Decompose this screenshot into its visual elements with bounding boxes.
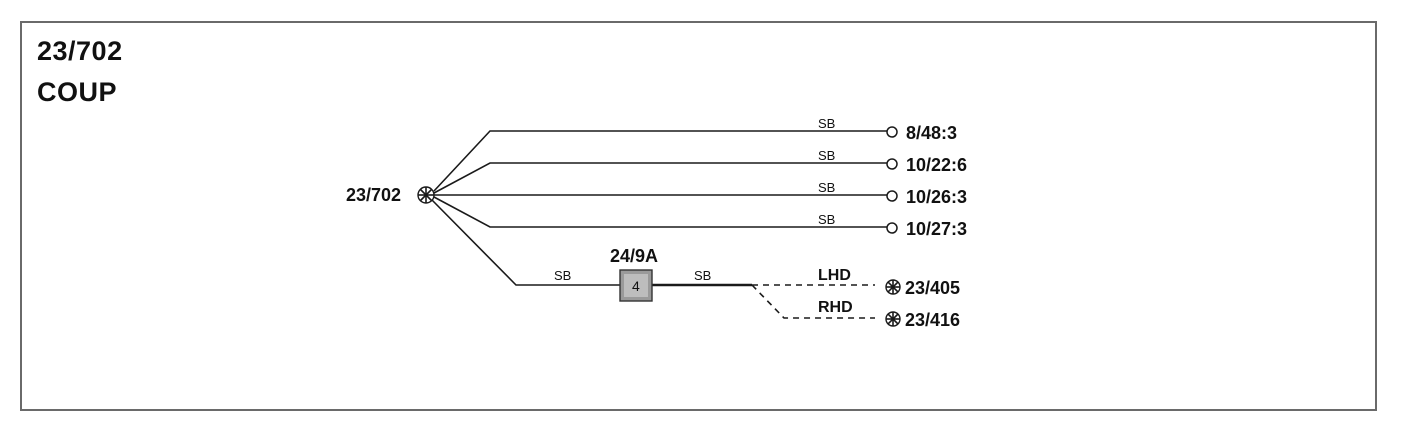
terminal-label: 10/27:3	[906, 219, 967, 239]
wire-color-code: SB	[818, 180, 835, 195]
terminal-circle-icon	[886, 126, 898, 138]
terminal-label: 23/405	[905, 278, 960, 298]
splice-symbol-icon	[885, 279, 901, 295]
wire-via-connector: SB SB 24/9A 4 LHD 23/405 RHD 2	[431, 199, 960, 330]
diagram-name-title: COUP	[37, 77, 118, 107]
wire-color-code: SB	[818, 148, 835, 163]
connector-label: 24/9A	[610, 246, 658, 266]
diagram-id-title: 23/702	[37, 36, 123, 66]
wire-color-code: SB	[554, 268, 571, 283]
splice-symbol-icon	[417, 186, 435, 204]
wire-color-code: SB	[818, 212, 835, 227]
connector-block-icon	[619, 269, 653, 302]
diagram-frame	[20, 21, 1377, 411]
terminal-label: 8/48:3	[906, 123, 957, 143]
terminal-label: 10/26:3	[906, 187, 967, 207]
wire-10-22-6: SB 10/22:6	[433, 148, 967, 194]
variant-label: RHD	[818, 299, 853, 316]
wire-10-27-3: SB 10/27:3	[433, 196, 967, 239]
wire-color-code: SB	[818, 116, 835, 131]
wire-10-26-3: SB 10/26:3	[434, 180, 967, 207]
wire-color-code: SB	[694, 268, 711, 283]
terminal-circle-icon	[886, 222, 898, 234]
terminal-circle-icon	[886, 158, 898, 170]
terminal-circle-icon	[886, 190, 898, 202]
variant-label: LHD	[818, 267, 851, 284]
splice-label: 23/702	[346, 185, 401, 205]
terminal-label: 10/22:6	[906, 155, 967, 175]
terminal-label: 23/416	[905, 310, 960, 330]
wire-8-48-3: SB 8/48:3	[433, 116, 957, 192]
connector-pin: 4	[632, 278, 640, 294]
splice-symbol-icon	[885, 311, 901, 327]
